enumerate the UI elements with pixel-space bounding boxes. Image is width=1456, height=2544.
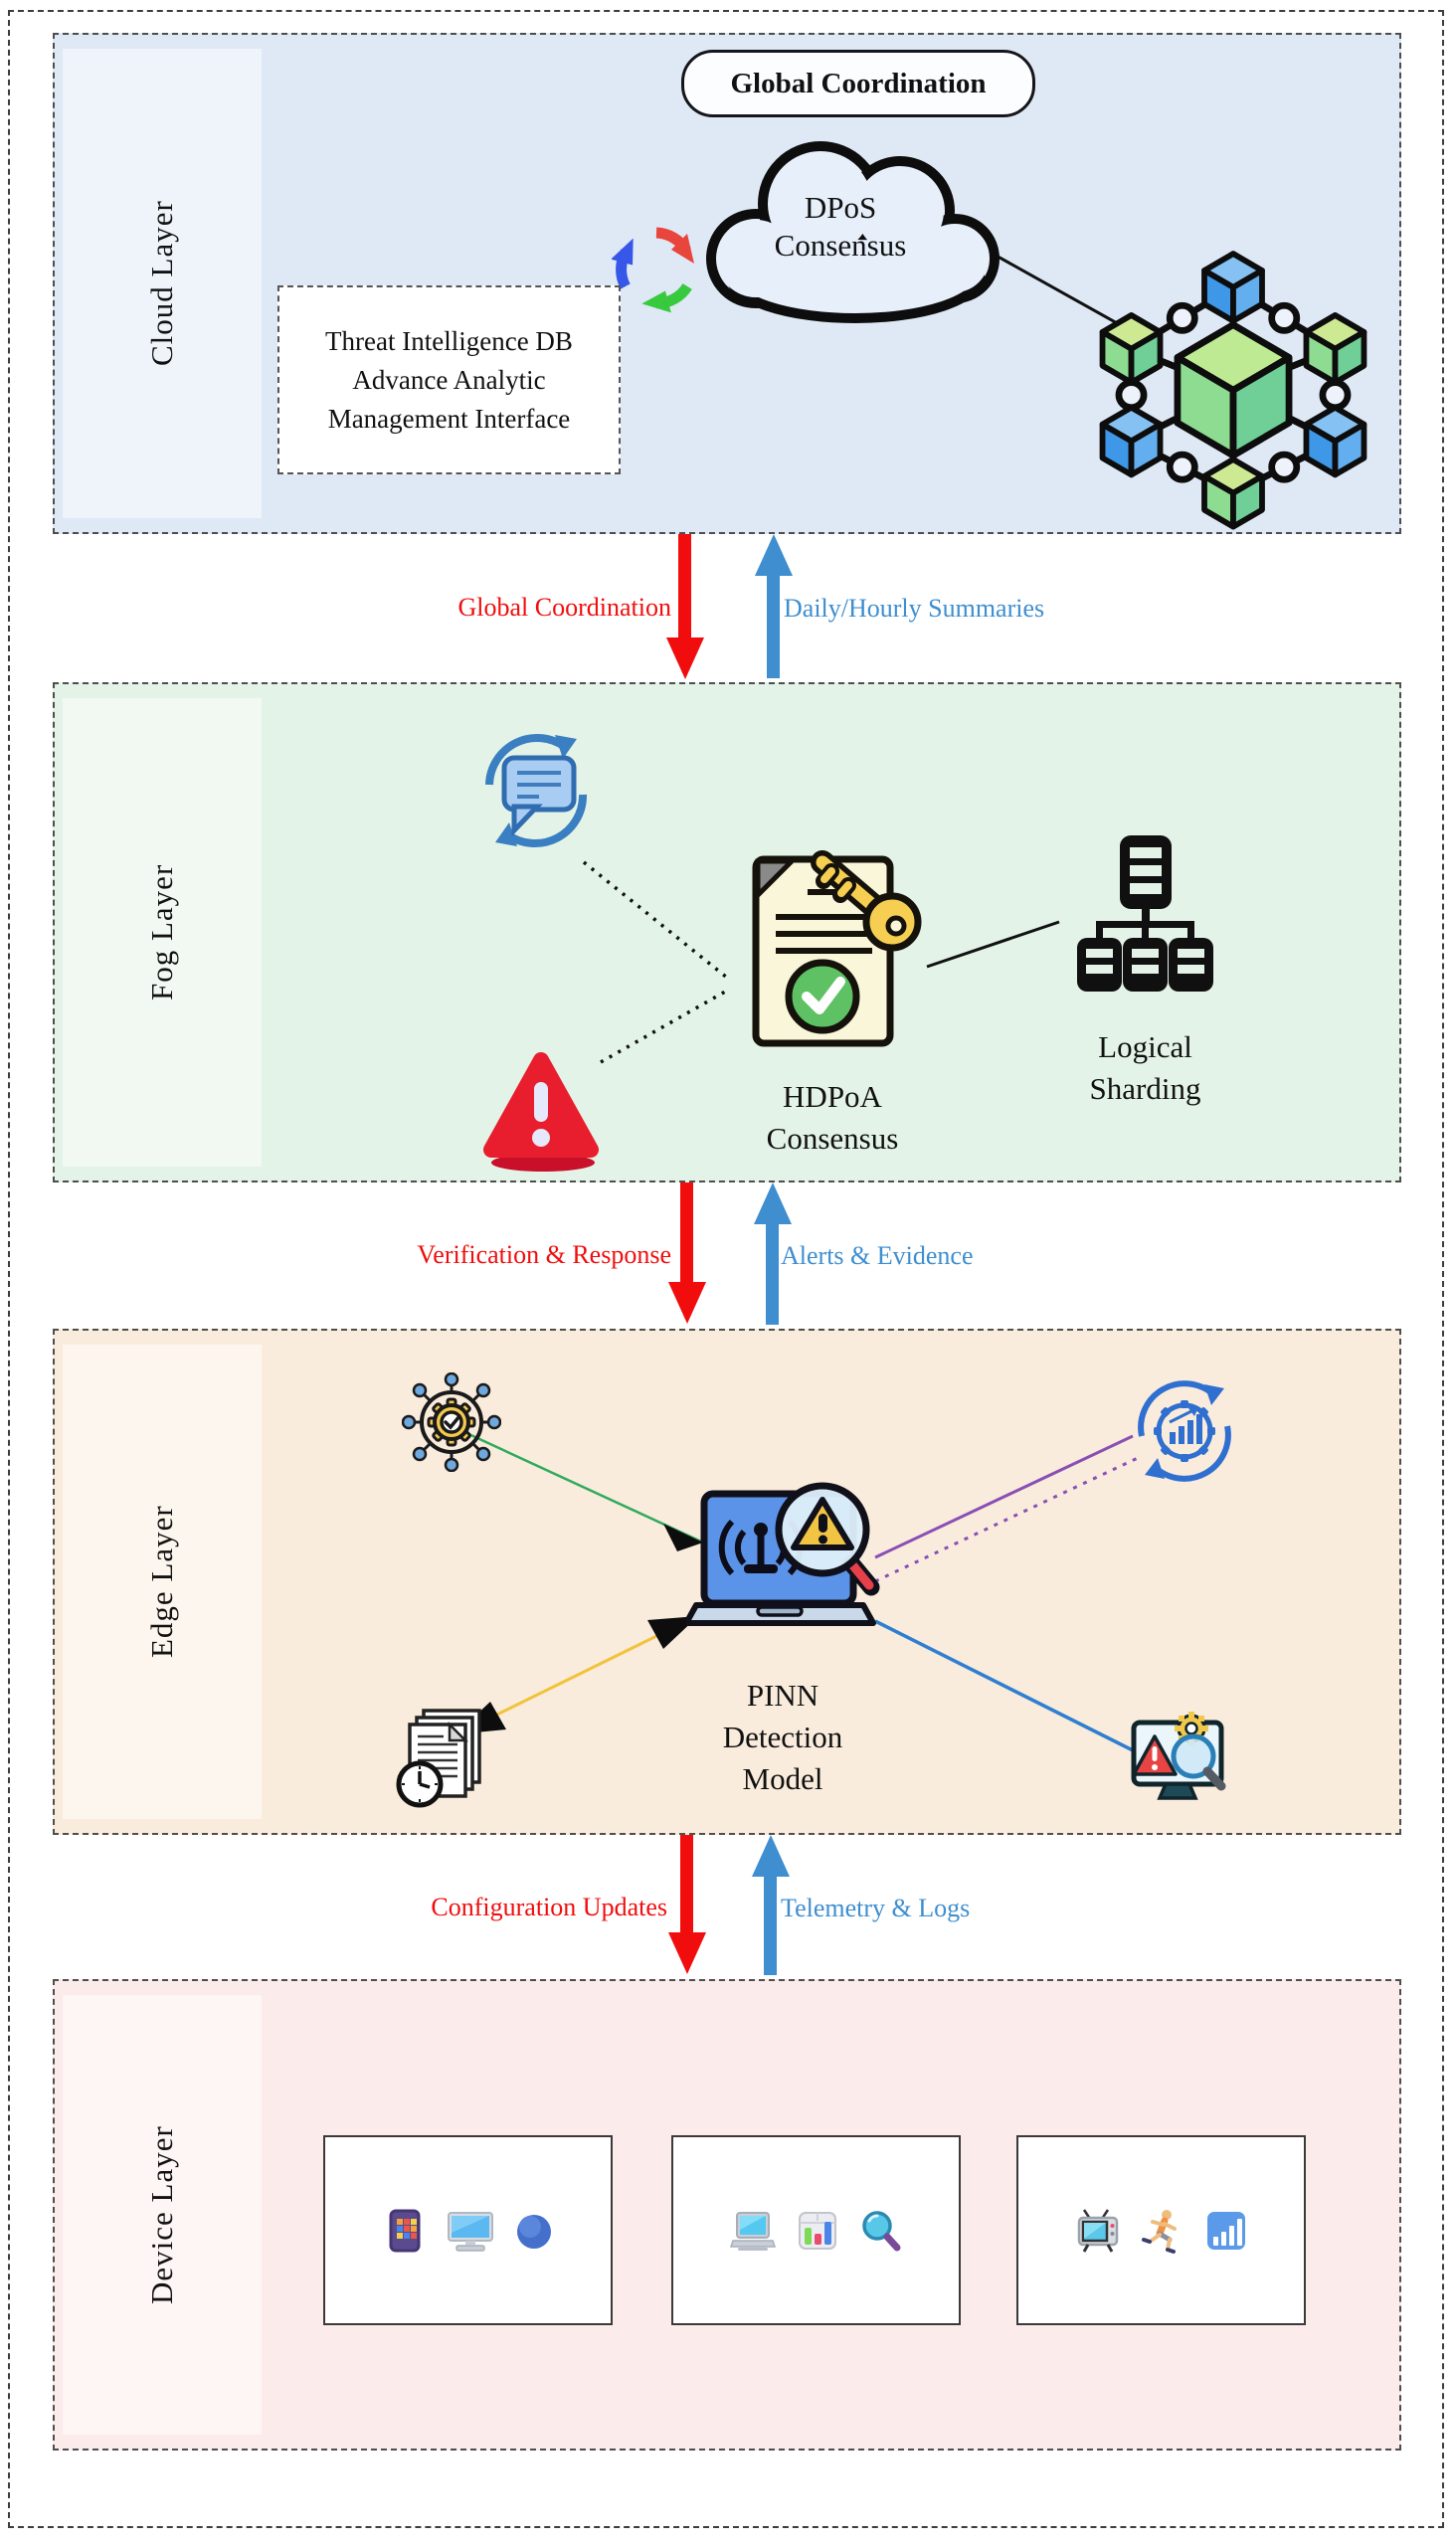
down-arrow-head	[668, 1282, 706, 1324]
flow-label-telemetry-logs: Telemetry & Logs	[781, 1894, 971, 1922]
down-arrow-head	[668, 1932, 706, 1974]
sphere-icon	[516, 2214, 551, 2249]
edge-layer-label-strip: Edge Layer	[63, 1345, 262, 1819]
runner-icon	[1141, 2209, 1177, 2254]
chat-sync-icon	[485, 734, 588, 847]
device-layer-panel: Device Layer	[53, 1979, 1401, 2451]
logs-clock-icon	[396, 1709, 481, 1808]
hdpoa-caption: HDPoA Consensus	[766, 1079, 899, 1156]
device-group-3	[1016, 2135, 1306, 2325]
cloud-layer-panel: Cloud Layer Global Coordination DPoS Con…	[53, 33, 1401, 534]
phone-icon	[389, 2209, 420, 2252]
flow-label-daily-hourly-summaries: Daily/Hourly Summaries	[784, 594, 1045, 623]
down-arrow-shaft	[678, 534, 691, 640]
down-arrow-shaft	[680, 1182, 693, 1285]
edge-layer-label: Edge Layer	[144, 1505, 179, 1659]
alert-triangle-icon	[483, 1052, 599, 1172]
down-arrow-shaft	[680, 1835, 693, 1935]
flow-label-verification-response: Verification & Response	[417, 1240, 671, 1269]
pinn-laptop-icon	[686, 1482, 880, 1626]
magnifier-icon	[861, 2210, 900, 2251]
device-group-2	[671, 2135, 961, 2325]
dpos-cloud-icon	[706, 141, 1000, 323]
gear-network-icon	[402, 1372, 501, 1472]
device-layer-label-strip: Device Layer	[63, 1995, 262, 2435]
threat-intelligence-box: Threat Intelligence DB Advance Analytic …	[277, 285, 621, 474]
flow-label-global-coordination: Global Coordination	[457, 593, 671, 622]
cloud-consensus-caption: DPoS Consensus	[774, 190, 907, 263]
desktop-icon	[447, 2211, 493, 2252]
signal-bars-icon	[1206, 2211, 1245, 2250]
up-arrow-shaft	[767, 573, 780, 678]
laptop-icon	[729, 2211, 776, 2251]
model-update-icon	[1138, 1380, 1231, 1482]
edge-layer-panel: Edge Layer	[53, 1329, 1401, 1835]
device-layer-label: Device Layer	[144, 2125, 179, 2304]
up-arrow-head	[754, 1182, 792, 1224]
blockchain-network-icon	[1099, 251, 1367, 530]
up-arrow-shaft	[766, 1221, 779, 1325]
monitor-alert-icon	[1131, 1712, 1226, 1800]
flow-label-configuration-updates: Configuration Updates	[431, 1893, 667, 1921]
sharding-servers-icon	[1077, 835, 1213, 992]
consensus-cycle-icon	[612, 227, 694, 313]
fog-layer-label: Fog Layer	[144, 863, 179, 1001]
sharding-caption: Logical Sharding	[1089, 1029, 1201, 1106]
up-arrow-shaft	[764, 1874, 777, 1975]
flow-label-alerts-evidence: Alerts & Evidence	[781, 1241, 974, 1270]
tv-icon	[1077, 2208, 1118, 2253]
down-arrow-head	[666, 637, 704, 679]
pinn-caption: PINN Detection Model	[722, 1678, 843, 1796]
outer-dashed-frame	[8, 10, 1444, 2528]
cloud-layer-label: Cloud Layer	[144, 200, 179, 367]
signed-document-icon	[752, 850, 922, 1047]
up-arrow-head	[752, 1835, 790, 1877]
fog-layer-panel: Fog Layer	[53, 682, 1401, 1182]
fog-layer-label-strip: Fog Layer	[63, 698, 262, 1167]
up-arrow-head	[755, 534, 793, 576]
global-coordination-badge: Global Coordination	[681, 50, 1035, 117]
bar-chart-icon	[798, 2211, 836, 2250]
cloud-layer-label-strip: Cloud Layer	[63, 49, 262, 518]
device-group-1	[323, 2135, 613, 2325]
